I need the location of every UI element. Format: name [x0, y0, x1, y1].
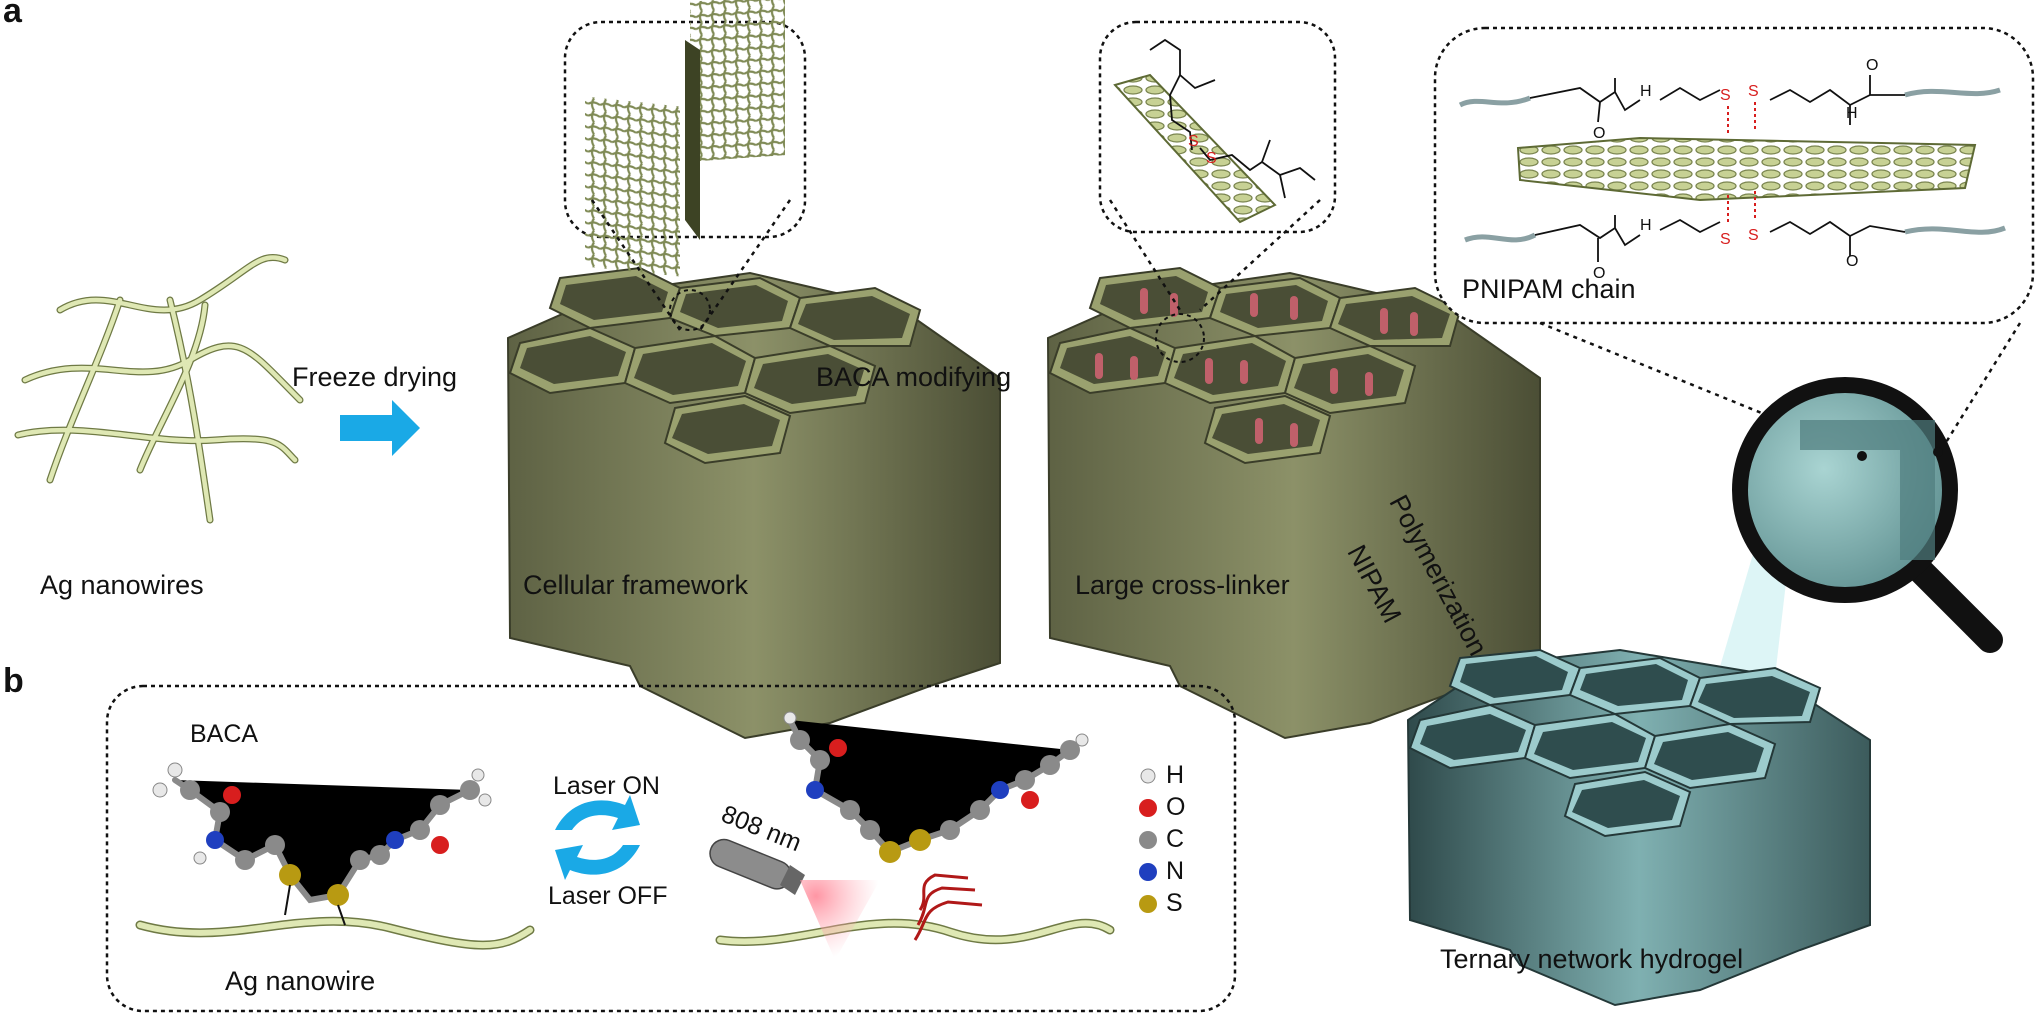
- hydrogel-framework: [1406, 648, 1871, 1007]
- panel-b-label: b: [3, 662, 24, 700]
- arrow-freeze: [340, 400, 420, 456]
- caption-framework: Cellular framework: [523, 570, 749, 600]
- legend-s-swatch: [1139, 895, 1157, 913]
- pnipam-s-top-2: S: [1748, 83, 1759, 100]
- pnipam-s-top-1: S: [1720, 87, 1731, 104]
- caption-nanowire-single: Ag nanowire: [225, 966, 376, 996]
- legend-h-label: H: [1166, 761, 1185, 789]
- zoom-s-atom-2: S: [1206, 150, 1217, 167]
- legend-n-swatch: [1139, 863, 1157, 881]
- pnipam-o-top-right: O: [1866, 57, 1878, 74]
- grid-divider: [685, 40, 700, 240]
- pnipam-h-top-right: H: [1846, 105, 1858, 122]
- pnipam-o-bottom-left: O: [1593, 265, 1605, 282]
- pnipam-s-bottom-1: S: [1720, 231, 1731, 248]
- legend-s-label: S: [1166, 889, 1183, 917]
- step-freeze-label: Freeze drying: [292, 362, 458, 392]
- pnipam-zoom-box: S S S S H O H O H O O: [1433, 26, 2035, 457]
- pnipam-chain-label: PNIPAM chain: [1462, 274, 1636, 304]
- pnipam-o-bottom-right: O: [1846, 253, 1858, 270]
- cycle-arrows-icon: [555, 795, 640, 880]
- framework-zoom-box: [563, 0, 807, 331]
- legend-o-label: O: [1166, 793, 1186, 821]
- baca-molecule-released: [783, 711, 1089, 863]
- crosslinker-framework: [1046, 266, 1541, 740]
- step-baca-label: BACA modifying: [816, 362, 1012, 392]
- heat-waves-icon: [913, 873, 983, 941]
- pnipam-o-top-left: O: [1593, 125, 1605, 142]
- pnipam-s-bottom-2: S: [1748, 227, 1759, 244]
- panel-b-nanowires: [135, 916, 1115, 950]
- nanowires-illustration: [14, 253, 304, 524]
- pnipam-h-top-left: H: [1640, 83, 1652, 100]
- legend-o-swatch: [1139, 799, 1157, 817]
- laser-icon: [709, 838, 880, 960]
- panel-a-label: a: [3, 0, 22, 30]
- crosslinker-pins: [1095, 288, 1418, 447]
- laser-off-label: Laser OFF: [548, 882, 668, 910]
- baca-label: BACA: [190, 720, 259, 748]
- legend-c-swatch: [1139, 831, 1157, 849]
- panel-b-frame: [105, 684, 1237, 1013]
- caption-nanowires: Ag nanowires: [40, 570, 204, 600]
- zoom-s-atom-1: S: [1188, 133, 1199, 150]
- crosslinker-zoom-box: S S: [1098, 20, 1337, 311]
- legend-h-swatch: [1140, 768, 1156, 784]
- laser-on-label: Laser ON: [553, 772, 660, 800]
- baca-atoms-right: [783, 711, 1089, 863]
- baca-atoms: [152, 762, 492, 906]
- legend-c-label: C: [1166, 825, 1185, 853]
- caption-hydrogel: Ternary network hydrogel: [1440, 944, 1744, 974]
- baca-molecule-lines: [1149, 38, 1316, 199]
- atom-legend: [1139, 768, 1157, 913]
- cellular-framework: [506, 266, 1001, 740]
- caption-crosslinker: Large cross-linker: [1075, 570, 1290, 600]
- legend-n-label: N: [1166, 857, 1185, 885]
- baca-molecule-bound: [152, 762, 492, 926]
- pnipam-h-bottom-left: H: [1640, 217, 1652, 234]
